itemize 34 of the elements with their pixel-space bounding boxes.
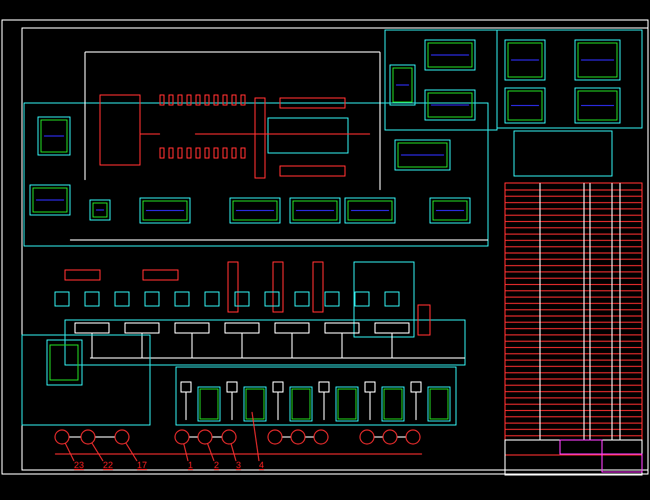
pump-symbol	[80, 430, 96, 444]
pump-symbol	[222, 430, 236, 444]
coupling-line	[374, 436, 384, 438]
coupling-line	[94, 436, 116, 438]
leader-line	[183, 443, 188, 462]
pump-symbol	[314, 430, 328, 444]
pump-symbol	[174, 430, 190, 444]
leader-line	[252, 412, 260, 462]
pump-symbol	[198, 430, 212, 444]
coupling-line	[188, 436, 198, 438]
leader-line	[64, 442, 74, 462]
callout-number: 17	[137, 460, 148, 470]
leader-line	[125, 442, 138, 462]
pump-symbol	[114, 430, 130, 444]
pump-symbol	[268, 430, 282, 444]
coupling-line	[212, 436, 222, 438]
pump-symbol	[406, 430, 420, 444]
coupling-line	[304, 436, 314, 438]
pump-symbol	[360, 430, 374, 444]
pump-symbol	[54, 430, 70, 444]
coupling-line	[396, 436, 406, 438]
pump-symbol	[382, 430, 398, 444]
callout-number: 22	[103, 460, 114, 470]
pump-symbol	[290, 430, 306, 444]
callout-number: 1	[188, 460, 194, 470]
coupling-line	[68, 436, 82, 438]
coupling-line	[282, 436, 292, 438]
callout-number: 2	[214, 460, 220, 470]
callout-number: 23	[74, 460, 84, 470]
callout-number: 4	[259, 460, 264, 470]
leader-line	[230, 443, 236, 462]
callout-number: 3	[236, 460, 242, 470]
leader-line	[207, 443, 214, 462]
leader-line	[91, 442, 104, 462]
